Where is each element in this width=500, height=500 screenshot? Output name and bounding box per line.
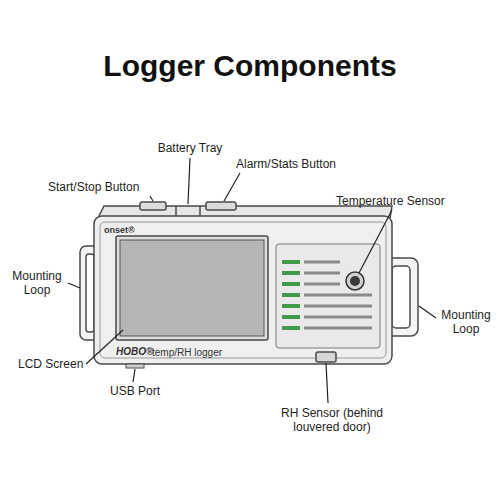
louver-slot [304,283,340,286]
louver-slot [304,327,372,330]
leader-line [419,306,436,318]
louver-slot [282,282,300,286]
louvered-door [276,244,380,348]
louver-slot [304,305,372,308]
diagram-title: Logger Components [0,48,500,84]
device-marking: onset® [104,225,154,236]
leader-line [359,210,392,273]
louver-slot [282,293,300,297]
leader-line [326,363,328,403]
device-marking: HOBO® [116,346,156,358]
leader-line [133,369,135,382]
part-label: Temperature Sensor [336,194,466,208]
part-label: LCD Screen [18,357,98,371]
mounting-loop-right-hole [392,266,410,328]
lcd-frame [116,236,268,340]
logger-housing [80,202,418,368]
device-marking: temp/RH logger [152,347,252,359]
start-stop-button [140,202,166,210]
temperature-sensor [350,276,360,286]
part-label: Mounting Loop [436,308,496,336]
lcd-screen [120,240,264,336]
louver-slot [304,294,372,297]
leader-line [188,158,190,204]
housing-bezel [100,222,386,358]
louver-slot [282,315,300,319]
rh-sensor-tab [316,352,336,362]
leader-line [224,173,240,201]
alarm-stats-button [206,202,236,210]
part-label: USB Port [110,384,180,398]
part-label: Start/Stop Button [48,180,168,194]
louver-slot [304,316,372,319]
part-label: Mounting Loop [6,269,68,297]
mounting-loop-left-hole [86,254,94,332]
louver-slot [282,326,300,330]
part-label: Alarm/Stats Button [236,157,366,171]
temperature-sensor-ring [346,272,364,290]
louver-slot [282,304,300,308]
louver-slot [282,271,300,275]
louver-slot [282,260,300,264]
leader-line [68,283,80,288]
louvers [282,262,372,328]
part-label: Battery Tray [150,141,230,155]
usb-port [126,364,144,368]
part-label: RH Sensor (behind louvered door) [268,406,396,434]
leader-line [150,196,153,201]
louver-slot [304,261,340,264]
housing-front [94,216,392,364]
louver-slot [304,272,340,275]
